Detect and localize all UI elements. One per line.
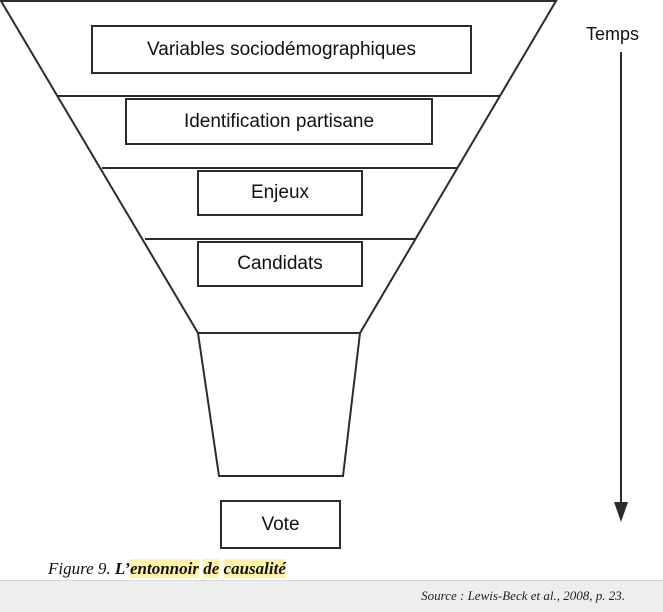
box-label: Candidats	[237, 253, 323, 274]
figure-caption: Figure 9. L’entonnoir de causalité	[48, 559, 286, 579]
box-label: Enjeux	[250, 182, 310, 203]
title-segment: L’	[114, 559, 130, 578]
box-candidats: Candidats	[197, 241, 363, 287]
title-highlight: causalité	[223, 559, 286, 578]
time-axis-label: Temps	[586, 24, 640, 44]
title-segment	[219, 559, 223, 578]
box-enjeux: Enjeux	[197, 170, 363, 216]
title-highlight: entonnoir	[130, 559, 199, 578]
figure-title: L’entonnoir de causalité	[115, 559, 286, 578]
box-label: Vote	[261, 513, 300, 535]
caption-band	[0, 580, 663, 612]
time-arrow-head-icon	[614, 502, 628, 522]
title-highlight: de	[203, 559, 220, 578]
funnel-spout-outline	[196, 332, 362, 477]
box-variables-sociodemographiques: Variables sociodémographiques	[91, 25, 472, 74]
source-citation: Source : Lewis-Beck et al., 2008, p. 23.	[421, 588, 625, 603]
box-label: Identification partisane	[183, 110, 375, 132]
box-vote: Vote	[220, 500, 341, 549]
box-label: Variables sociodémographiques	[147, 38, 416, 60]
figure-number: Figure 9.	[48, 559, 111, 578]
box-identification-partisane: Identification partisane	[125, 98, 433, 145]
